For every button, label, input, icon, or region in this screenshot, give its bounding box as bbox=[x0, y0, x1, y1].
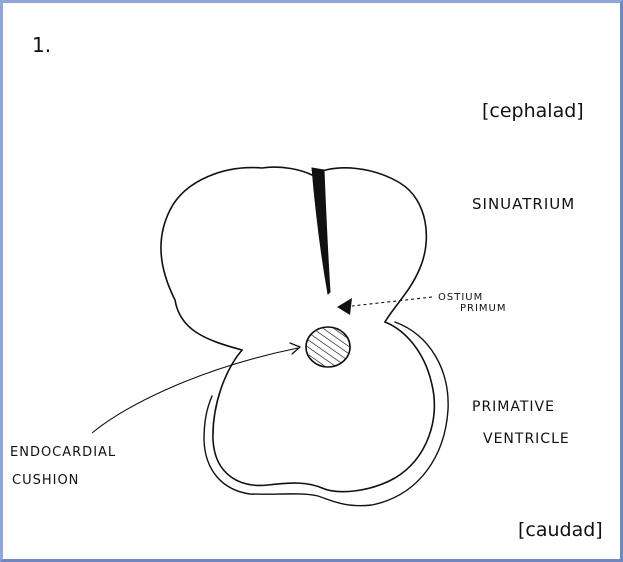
cushion-leader-line bbox=[92, 348, 298, 433]
ostium-leader-line bbox=[352, 297, 432, 306]
cephalad-label: [cephalad] bbox=[482, 100, 584, 122]
endocardial-cushion bbox=[306, 327, 350, 367]
ostium-arrowhead bbox=[337, 298, 352, 315]
septum-primum bbox=[312, 168, 330, 294]
ventricle-label-line2: VENTRICLE bbox=[483, 431, 570, 447]
ostium-label-line2: PRIMUM bbox=[460, 303, 507, 314]
cushion-label-line1: ENDOCARDIAL bbox=[10, 445, 116, 460]
ostium-label-line1: OSTIUM bbox=[438, 292, 483, 303]
figure-number: 1. bbox=[32, 33, 51, 57]
sinuatrium-label: SINUATRIUM bbox=[472, 195, 575, 213]
cushion-label-line2: CUSHION bbox=[12, 473, 79, 488]
ventricle-label-line1: PRIMATIVE bbox=[472, 399, 555, 415]
caudad-label: [caudad] bbox=[518, 519, 603, 541]
